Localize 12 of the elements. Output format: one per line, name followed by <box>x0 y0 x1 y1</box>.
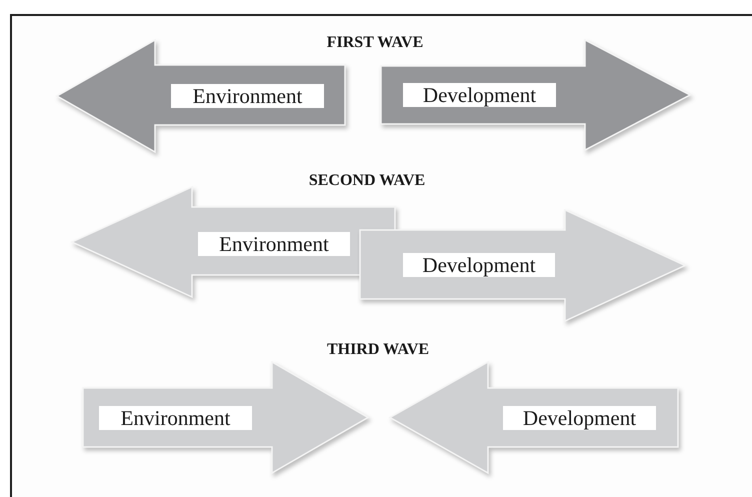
arrow-label: Development <box>503 406 656 430</box>
wave-heading: FIRST WAVE <box>326 34 424 52</box>
arrow-label: Development <box>403 253 555 277</box>
pointer-banner <box>390 362 678 473</box>
arrow-label: Environment <box>171 84 324 108</box>
arrow-label: Environment <box>198 232 350 256</box>
pointer-banner <box>360 210 685 321</box>
arrow-label: Development <box>403 83 556 107</box>
pointer-banner <box>83 362 368 473</box>
arrow-label: Environment <box>99 406 252 430</box>
wave-heading: THIRD WAVE <box>326 341 430 359</box>
wave-heading: SECOND WAVE <box>308 172 426 190</box>
